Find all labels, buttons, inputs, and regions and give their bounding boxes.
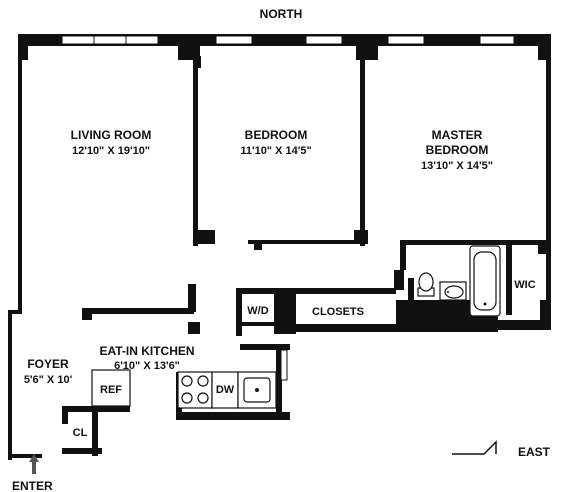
east-arrow-icon [452,440,497,455]
foyer-dims: 5'6" X 10' [24,374,73,386]
living-room-dims: 12'10" X 19'10" [72,145,150,157]
east-label: EAST [518,445,551,459]
foyer-walls [8,406,130,458]
master-bedroom-label-line1: MASTER [432,128,483,142]
wic-label: WIC [514,279,535,291]
north-wall [18,34,550,60]
master-bedroom-label-line2: BEDROOM [426,143,489,157]
master-bedroom-dims: 13'10" X 14'5" [421,160,493,172]
dishwasher-label: DW [216,384,235,396]
living-room-label: LIVING ROOM [71,128,152,142]
kitchen-dims: 6'10" X 13'6" [114,360,180,372]
bedroom-label: BEDROOM [245,128,308,142]
closets-label: CLOSETS [312,306,364,318]
north-label: NORTH [260,7,303,21]
enter-label: ENTER [12,479,53,492]
refrigerator-label: REF [100,384,122,396]
enter-arrow-icon [29,454,39,474]
bedroom-dims: 11'10" X 14'5" [240,145,311,157]
kitchen-walls [82,284,290,420]
kitchen-label: EAT-IN KITCHEN [99,344,194,358]
closet-label: CL [73,427,88,439]
west-wall [8,34,22,460]
bedroom-master-partition [354,46,368,246]
master-bath [396,240,550,332]
closets-block [236,270,404,336]
living-bedroom-partition [193,46,215,246]
bedroom-south-wall [248,240,368,250]
east-wall [538,34,551,330]
washer-dryer-label: W/D [247,305,268,317]
foyer-label: FOYER [27,357,69,371]
